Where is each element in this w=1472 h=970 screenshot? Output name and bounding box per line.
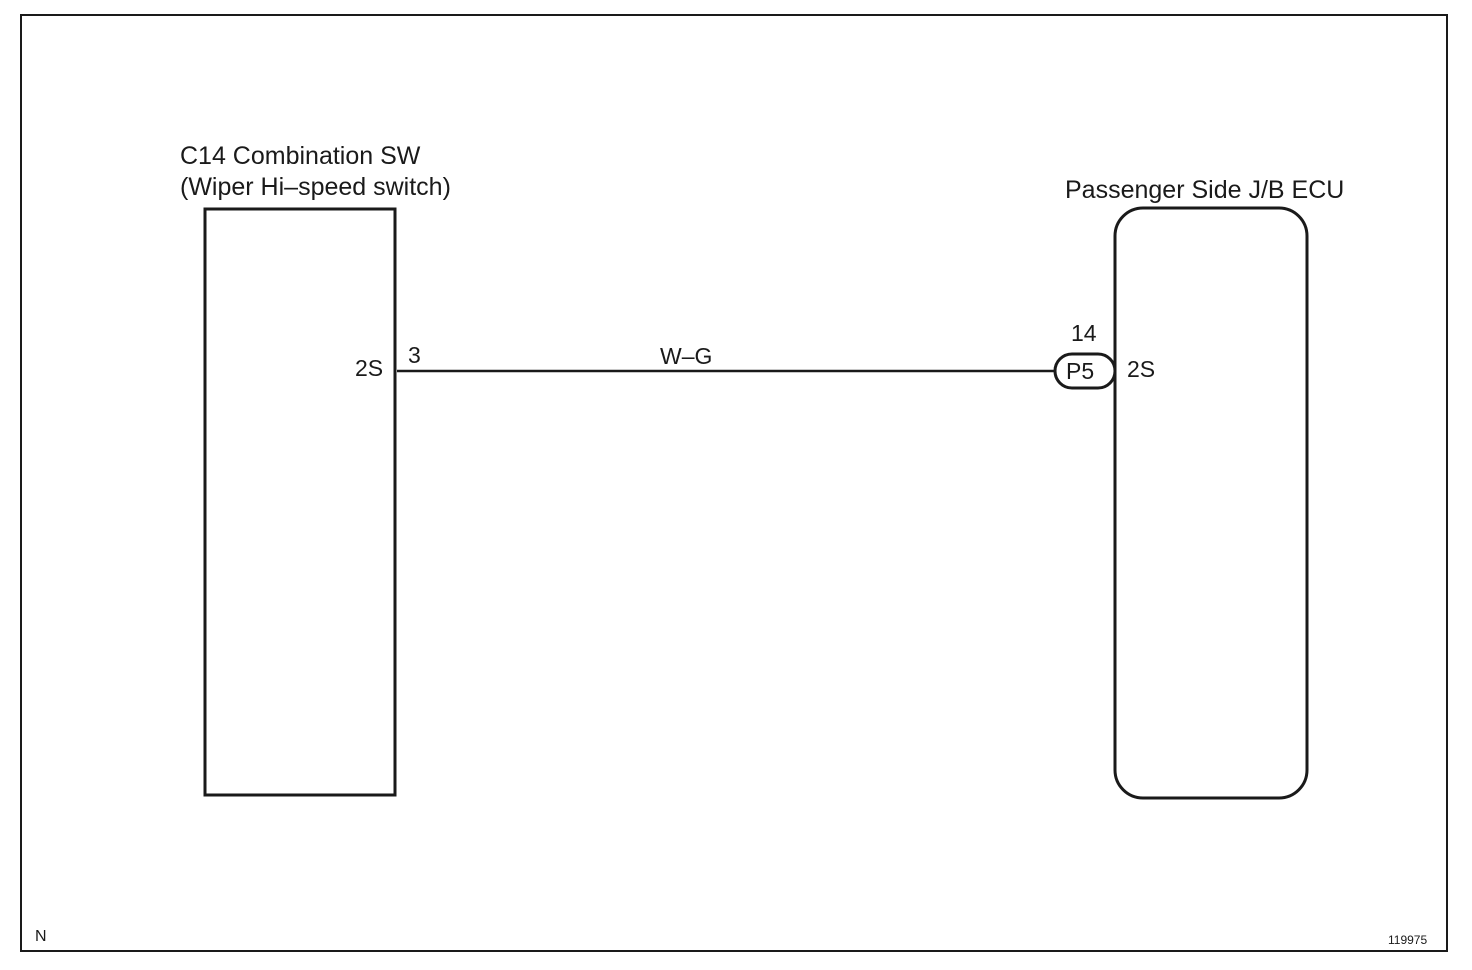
connector-p5-label: P5 [1066, 358, 1095, 384]
connector-p5-outline [1053, 352, 1117, 390]
left-pin-number: 3 [408, 342, 421, 368]
combination-switch-box [203, 207, 397, 797]
right-pin-number: 14 [1071, 320, 1097, 346]
diagram-frame [20, 14, 1448, 952]
jb-ecu-title: Passenger Side J/B ECU [1065, 176, 1345, 204]
wire-color-label: W–G [660, 343, 713, 369]
combination-switch-subtitle: (Wiper Hi–speed switch) [180, 173, 451, 201]
right-connector-code: 2S [1127, 356, 1156, 382]
jb-ecu-box [1113, 206, 1309, 800]
left-connector-code: 2S [355, 355, 384, 381]
footer-mark: N [35, 928, 47, 945]
combination-switch-title: C14 Combination SW [180, 142, 421, 170]
figure-number: 119975 [1388, 933, 1428, 947]
